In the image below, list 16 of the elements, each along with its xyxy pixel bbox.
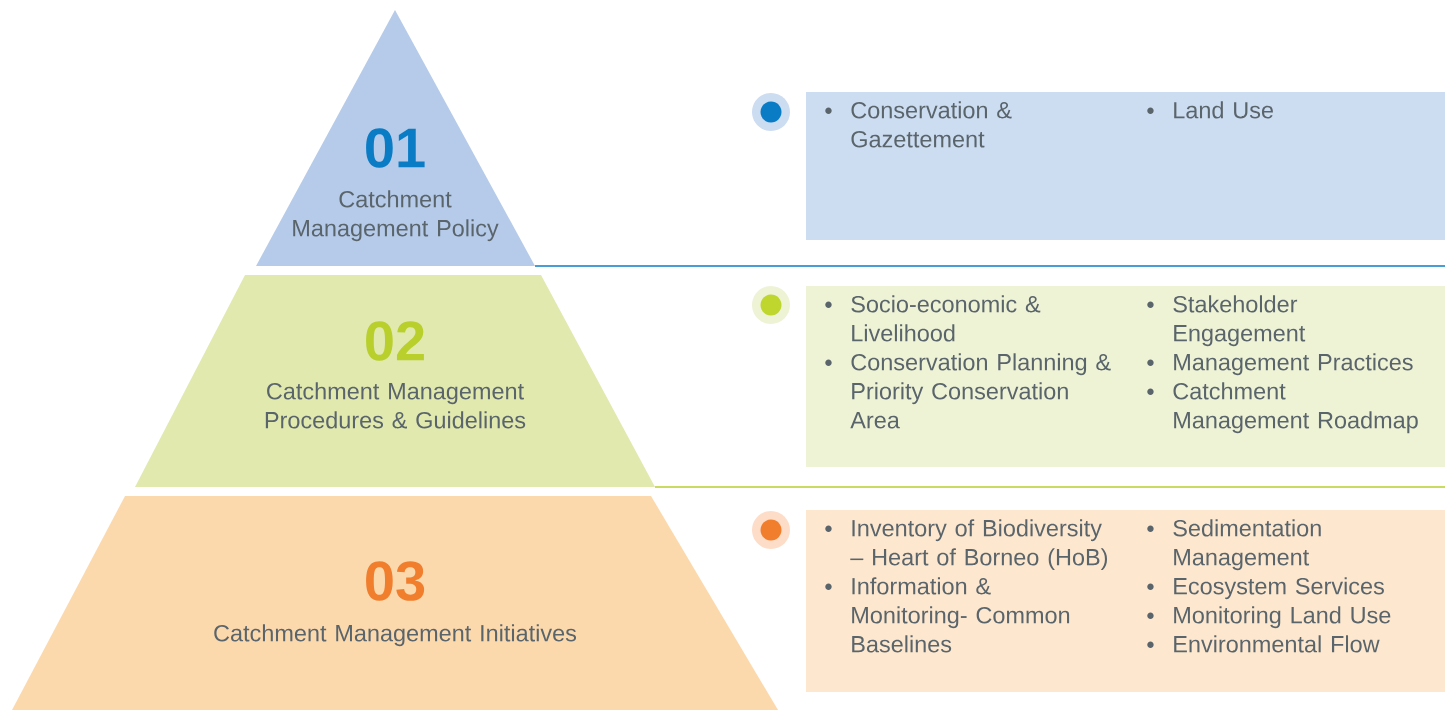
pyramid-tier: 02 Catchment Management Procedures & Guidelines [135,275,655,487]
pyramid-tier: 01 Catchment Management Policy [256,10,535,266]
list-item: Inventory of Biodiversity – Heart of Borneo (HoB) [825,519,1107,571]
list-item: Management Practices [1147,353,1413,376]
list-item: Conservation Planning & Priority Conservation Area [825,353,1111,429]
list-item: Catchment Management Roadmap [1147,382,1418,434]
pyramid-tier: 03 Catchment Management Initiatives [12,496,778,710]
list-item: Socio-economic & Livelihood [825,295,1041,342]
list-item: Land Use [1147,101,1273,119]
list-item: Ecosystem Services [1147,577,1384,600]
list-item: Conservation & Gazettement [825,101,1012,148]
list-item: Information & Monitoring- Common Baselines [825,577,1070,653]
list-item: Stakeholder Engagement [1147,295,1306,347]
list-item: Monitoring Land Use [1147,606,1391,629]
list-item: Sedimentation Management [1147,519,1321,571]
list-item: Environmental Flow [1147,635,1380,653]
